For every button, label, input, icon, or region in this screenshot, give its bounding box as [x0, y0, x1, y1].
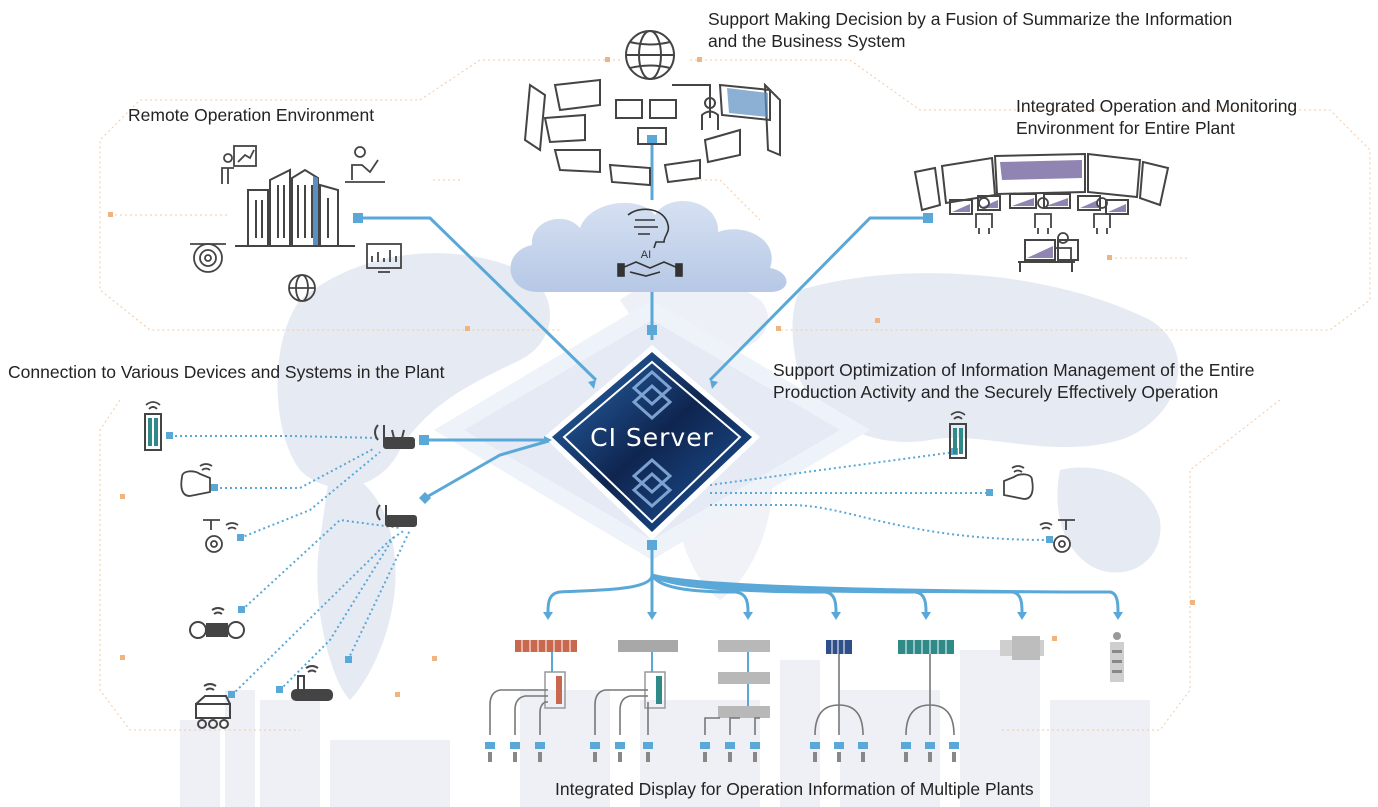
field-device-icons: [485, 742, 959, 762]
label-multi-plant-display: Integrated Display for Operation Informa…: [555, 779, 1034, 799]
label-business-decision-line1: Support Making Decision by a Fusion of S…: [708, 9, 1233, 29]
field-wiring: [489, 654, 955, 736]
laptop-worker-icon: [345, 146, 385, 183]
target-icon: [190, 243, 226, 273]
ai-label: AI: [641, 249, 651, 261]
network-globe-icon: [288, 274, 316, 302]
label-remote-operation: Remote Operation Environment: [128, 105, 375, 125]
vr-headset-icon-right: [1003, 465, 1034, 500]
globe-icon: [625, 30, 675, 80]
label-optimization-line2: Production Activity and the Securely Eff…: [773, 382, 1219, 402]
analyzer-device: [1000, 636, 1044, 660]
controller-rack-red: [515, 640, 577, 709]
device-links: [170, 435, 1051, 696]
control-room-accent-small: [952, 198, 1126, 258]
controller-rack-gray-stack: [718, 640, 770, 718]
label-device-connection: Connection to Various Devices and System…: [8, 362, 445, 382]
label-integrated-monitoring-line2: Environment for Entire Plant: [1016, 118, 1235, 138]
label-optimization-line1: Support Optimization of Information Mana…: [773, 360, 1255, 380]
monitor-chart-icon: [366, 243, 402, 273]
camera-icon: [203, 519, 239, 553]
handshake-icon: [617, 261, 683, 277]
control-room-accent: [1000, 160, 1082, 180]
field-tower-device: [1110, 632, 1124, 682]
label-integrated-monitoring-line1: Integrated Operation and Monitoring: [1016, 96, 1298, 116]
controller-rack-teal: [898, 640, 954, 654]
label-integrated-monitoring: Integrated Operation and Monitoring Envi…: [1016, 95, 1297, 139]
ci-server[interactable]: CI Server: [544, 345, 760, 540]
presenter-icon: [221, 145, 257, 184]
orange-dotted-frame: [99, 59, 1371, 731]
ai-head-icon: [627, 208, 670, 249]
business-accent: [727, 88, 768, 117]
control-room-screens: [913, 152, 1170, 272]
server-arrows: [544, 380, 718, 444]
meeting-person-icon: [701, 97, 719, 130]
bus-arrows: [543, 612, 1123, 620]
controller-links: [551, 652, 749, 706]
controller-rack-navy: [826, 640, 852, 654]
building-accent: [313, 176, 318, 245]
camera-icon-right: [1039, 519, 1075, 553]
ci-server-label: CI Server: [590, 423, 714, 452]
business-system-group: [523, 78, 781, 187]
robot-vehicle-icon: [195, 683, 231, 729]
line-router2-server: [424, 438, 553, 500]
label-optimization: Support Optimization of Information Mana…: [773, 359, 1255, 403]
cloud-shape: [510, 200, 787, 292]
line-remote-server: [360, 216, 598, 382]
connector-squares: [353, 135, 933, 550]
line-integrated-server: [708, 216, 928, 382]
label-business-decision-line2: and the Business System: [708, 31, 906, 51]
drone-icon: [189, 607, 245, 639]
wireless-sensor-icon: [144, 401, 162, 451]
label-business-decision: Support Making Decision by a Fusion of S…: [708, 8, 1232, 52]
operator-icon: [975, 197, 1111, 262]
building-icon: [235, 168, 355, 247]
wireless-sensor-icon-right: [949, 411, 967, 459]
crawler-robot-icon: [291, 665, 333, 701]
router-icon-2: [376, 504, 417, 527]
vr-headset-icon: [180, 463, 213, 497]
controller-rack-gray: [618, 640, 678, 709]
router-icon: [374, 424, 415, 449]
bus-tree: [546, 573, 1120, 613]
connection-lines: [360, 140, 1120, 613]
